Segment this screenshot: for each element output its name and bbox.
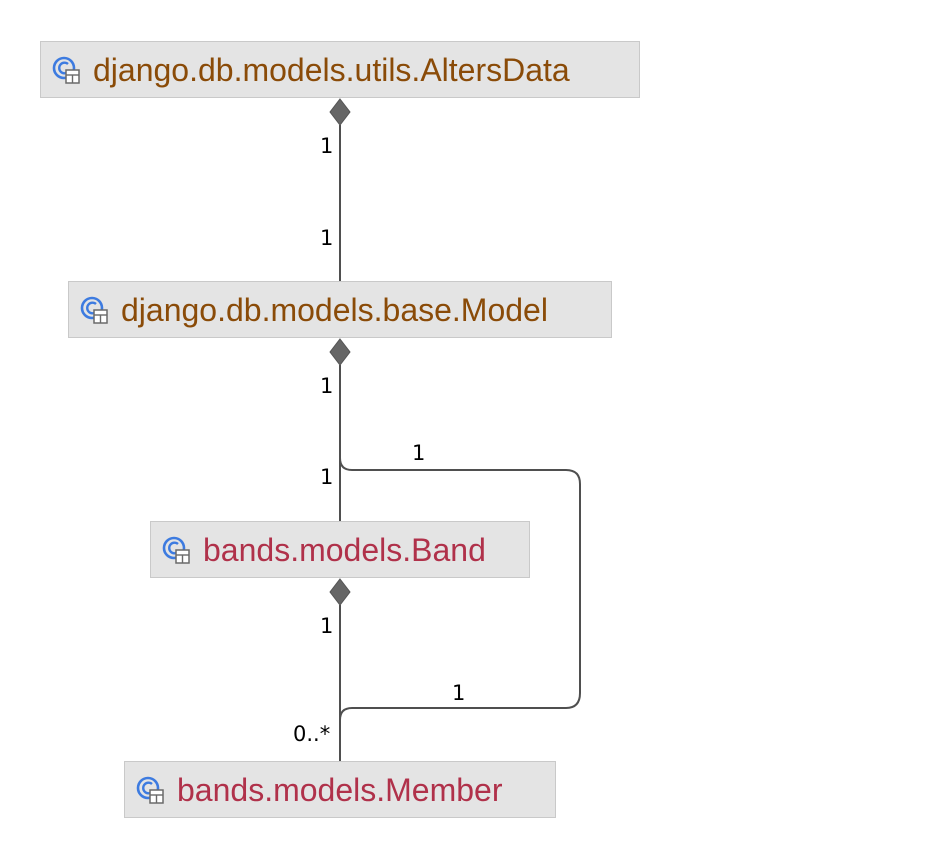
class-name: bands.models.Band bbox=[203, 531, 486, 568]
multiplicity-label: 1 bbox=[320, 134, 334, 158]
class-node-model[interactable]: django.db.models.base.Model bbox=[68, 281, 612, 338]
multiplicity-label: 1 bbox=[412, 441, 426, 465]
composition-diamond-band bbox=[329, 578, 351, 606]
multiplicity-label: 1 bbox=[452, 681, 466, 705]
multiplicity-label: 1 bbox=[320, 226, 334, 250]
class-node-member[interactable]: bands.models.Member bbox=[124, 761, 556, 818]
class-with-table-icon bbox=[162, 536, 190, 564]
class-node-band[interactable]: bands.models.Band bbox=[150, 521, 530, 578]
class-name: django.db.models.utils.AltersData bbox=[93, 51, 570, 88]
edge-model-to-member[interactable] bbox=[339, 365, 581, 762]
composition-diamond-model bbox=[329, 338, 351, 366]
multiplicity-label: 1 bbox=[320, 614, 334, 638]
multiplicity-label: 0..* bbox=[293, 722, 331, 746]
class-with-table-icon bbox=[136, 776, 164, 804]
class-with-table-icon bbox=[80, 296, 108, 324]
composition-diamond-alters-data bbox=[329, 98, 351, 126]
class-name: django.db.models.base.Model bbox=[121, 291, 548, 328]
class-name: bands.models.Member bbox=[177, 771, 503, 808]
class-node-alters-data[interactable]: django.db.models.utils.AltersData bbox=[40, 41, 640, 98]
multiplicity-label: 1 bbox=[320, 465, 334, 489]
multiplicity-label: 1 bbox=[320, 374, 334, 398]
class-with-table-icon bbox=[52, 56, 80, 84]
